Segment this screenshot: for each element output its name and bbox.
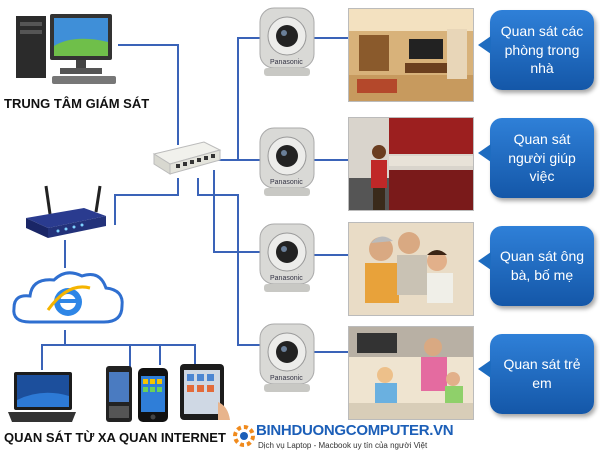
camera-icon: [259, 127, 315, 196]
switch-icon: [152, 141, 222, 175]
monitoring-center-label: TRUNG TÂM GIÁM SÁT: [4, 96, 150, 111]
callout-rooms: Quan sát các phòng trong nhà: [478, 10, 594, 90]
laptop-icon: [8, 372, 76, 422]
camera-3: Panasonic: [256, 222, 318, 296]
network-switch: [150, 140, 222, 180]
phone-icon: [106, 366, 168, 422]
logo-name: BINHDUONGCOMPUTER.VN: [256, 422, 454, 439]
camera-icon: [259, 7, 315, 76]
wifi-router: [22, 184, 108, 242]
camera-2: Panasonic: [256, 126, 318, 200]
photo-living-room: [348, 8, 474, 102]
camera-icon: [259, 323, 315, 392]
gear-icon: [233, 425, 255, 447]
cloud-icon: [12, 271, 124, 324]
tablet-device: [178, 362, 234, 424]
callout-maid: Quan sát người giúp việc: [478, 118, 594, 198]
camera-brand: Panasonic: [270, 375, 303, 382]
smartphone-device: [104, 364, 176, 426]
tablet-icon: [180, 364, 230, 420]
logo-tagline: Dịch vụ Laptop - Macbook uy tín của ngườ…: [258, 441, 428, 450]
camera-icon: [259, 223, 315, 292]
laptop-device: [6, 370, 78, 424]
photo-grandparents: [348, 222, 474, 316]
photo-kitchen-maid: [348, 117, 474, 211]
camera-brand: Panasonic: [270, 275, 303, 282]
photo-children: [348, 326, 474, 420]
internet-explorer-icon: [46, 285, 91, 316]
router-icon: [26, 185, 106, 238]
callout-grandparents: Quan sát ông bà, bố mẹ: [478, 226, 594, 306]
camera-brand: Panasonic: [270, 179, 303, 186]
internet-cloud: [10, 266, 126, 332]
camera-brand: Panasonic: [270, 59, 303, 66]
camera-1: Panasonic: [256, 6, 318, 80]
computer-icon: [16, 14, 116, 84]
camera-4: Panasonic: [256, 322, 318, 396]
monitoring-computer: [14, 8, 124, 86]
callout-children: Quan sát trẻ em: [478, 334, 594, 414]
remote-monitoring-label: QUAN SÁT TỪ XA QUAN INTERNET: [4, 430, 226, 445]
brand-logo: BINHDUONGCOMPUTER.VN Dịch vụ Laptop - Ma…: [232, 422, 464, 454]
